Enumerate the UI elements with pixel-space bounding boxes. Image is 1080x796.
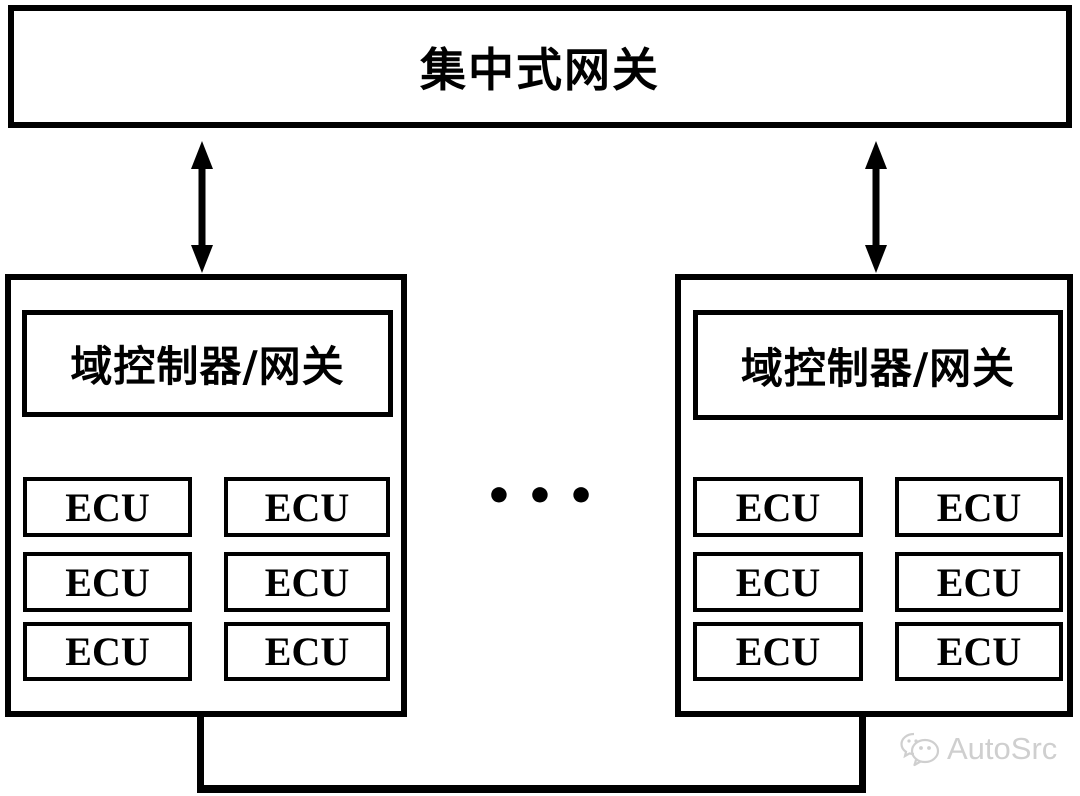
connector-line-left bbox=[197, 714, 204, 789]
ecu-box: ECU bbox=[23, 552, 192, 612]
domain-controller-text-left: 域控制器/网关 bbox=[70, 342, 345, 391]
domain-controller-label-left: 域控制器/网关 bbox=[22, 310, 393, 417]
ecu-label: ECU bbox=[936, 629, 1022, 674]
ecu-label: ECU bbox=[936, 484, 1022, 530]
ecu-label: ECU bbox=[65, 629, 150, 674]
ecu-box: ECU bbox=[693, 552, 863, 612]
centralized-gateway-box: 集中式网关 bbox=[8, 5, 1072, 128]
ecu-label: ECU bbox=[65, 559, 150, 605]
ecu-box: ECU bbox=[224, 622, 390, 681]
ecu-box: ECU bbox=[895, 622, 1063, 681]
connector-line-right bbox=[859, 714, 866, 789]
ecu-box: ECU bbox=[693, 622, 863, 681]
ecu-label: ECU bbox=[264, 559, 350, 605]
ecu-label: ECU bbox=[735, 484, 821, 530]
ecu-label: ECU bbox=[264, 629, 350, 674]
domain-controller-text-right: 域控制器/网关 bbox=[740, 343, 1016, 393]
ecu-label: ECU bbox=[735, 559, 821, 605]
ecu-box: ECU bbox=[895, 552, 1063, 612]
ecu-box: ECU bbox=[23, 477, 192, 537]
connector-line-bottom bbox=[197, 785, 866, 793]
ecu-label: ECU bbox=[264, 484, 350, 530]
ecu-box: ECU bbox=[895, 477, 1063, 537]
watermark: AutoSrc bbox=[898, 730, 1057, 768]
wechat-icon bbox=[900, 732, 940, 767]
ellipsis: ••• bbox=[484, 471, 609, 522]
domain-controller-label-right: 域控制器/网关 bbox=[693, 310, 1063, 420]
watermark-brand: AutoSrc bbox=[947, 731, 1058, 766]
ecu-label: ECU bbox=[936, 559, 1022, 605]
ecu-box: ECU bbox=[23, 622, 192, 681]
bidirectional-arrow-left bbox=[191, 141, 213, 273]
ecu-label: ECU bbox=[65, 484, 150, 530]
ecu-box: ECU bbox=[224, 477, 390, 537]
bidirectional-arrow-right bbox=[865, 141, 887, 273]
centralized-gateway-label: 集中式网关 bbox=[420, 42, 660, 97]
ecu-label: ECU bbox=[735, 629, 821, 674]
ecu-box: ECU bbox=[224, 552, 390, 612]
ecu-box: ECU bbox=[693, 477, 863, 537]
